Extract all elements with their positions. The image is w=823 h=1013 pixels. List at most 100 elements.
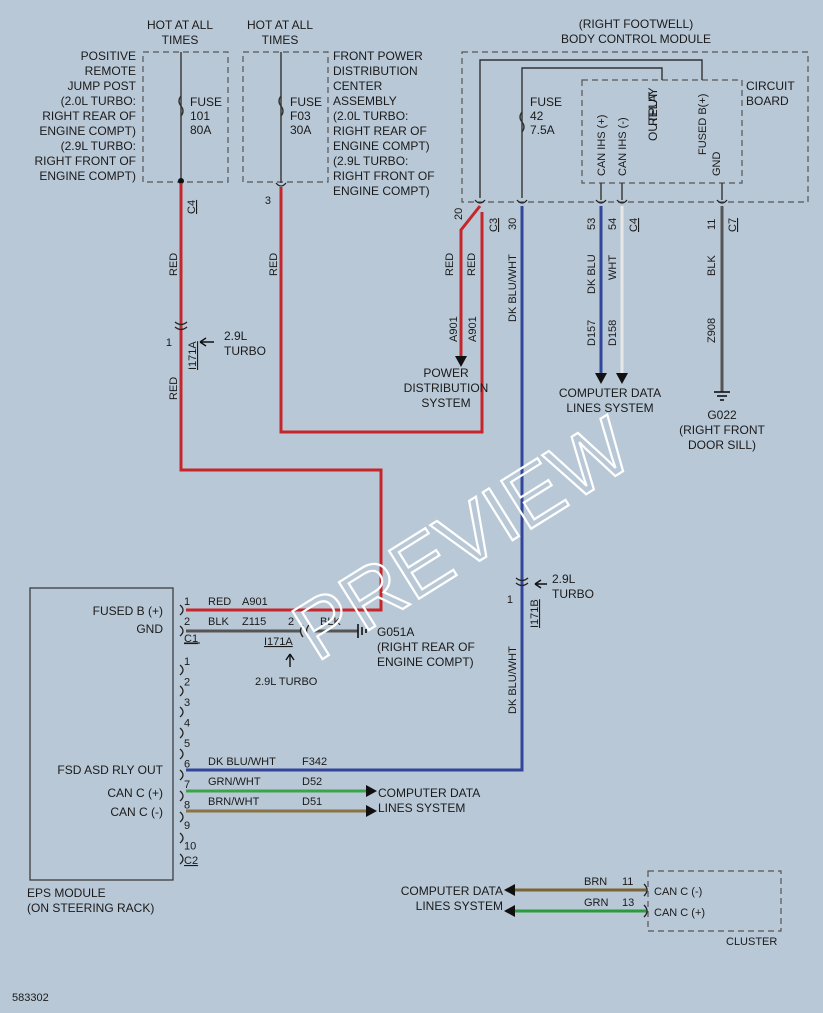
eps-c2-connector bbox=[179, 664, 184, 865]
label-positive-post-2: JUMP POST bbox=[68, 79, 137, 93]
fuseF03-symbol bbox=[278, 95, 284, 117]
c3-connector bbox=[474, 199, 486, 204]
label-cluster: CLUSTER bbox=[726, 936, 777, 948]
label-positive-post-7: RIGHT FRONT OF bbox=[34, 154, 136, 168]
label-eps-module-1: (ON STEERING RACK) bbox=[27, 901, 154, 915]
label-positive-post-6: (2.9L TURBO: bbox=[61, 139, 136, 153]
label-can-ihs-neg: CAN IHS (-) bbox=[617, 117, 629, 176]
i171a-top-connector bbox=[174, 321, 188, 331]
label-wire-blk: BLK bbox=[706, 255, 718, 276]
label-wire-red-5: RED bbox=[168, 377, 180, 400]
label-positive-post-8: ENGINE COMPT) bbox=[39, 169, 136, 183]
label-gnd-bcm: GND bbox=[711, 152, 723, 177]
label-pin-20: 20 bbox=[453, 208, 465, 220]
label-eps-red: RED bbox=[208, 596, 231, 608]
label-turbo-29-b-0: 2.9L bbox=[552, 572, 576, 586]
label-wire-dkbluwht-1: DK BLU/WHT bbox=[507, 254, 519, 322]
label-positive-post-5: ENGINE COMPT) bbox=[39, 124, 136, 138]
label-i171a-top: I171A bbox=[187, 341, 199, 370]
label-i171a-bottom: I171A bbox=[264, 636, 293, 648]
label-front-pdc-4: (2.0L TURBO: bbox=[333, 109, 408, 123]
label-eps-blk2: BLK bbox=[320, 616, 341, 628]
label-cdl-system-eps-0: COMPUTER DATA bbox=[378, 786, 480, 800]
label-eps-grnwht: GRN/WHT bbox=[208, 776, 261, 788]
label-front-pdc-8: RIGHT FRONT OF bbox=[333, 169, 435, 183]
label-c1-pins-1: 2 bbox=[184, 616, 190, 628]
label-pdc-system-2: SYSTEM bbox=[421, 396, 470, 410]
label-c2-pins-5: 6 bbox=[184, 759, 190, 771]
label-g022-2: DOOR SILL) bbox=[688, 438, 756, 452]
c4-bcm-connector bbox=[595, 199, 628, 204]
label-turbo-29-b-1: TURBO bbox=[552, 587, 594, 601]
wire-red-fused-b bbox=[179, 183, 383, 612]
label-cdl-system-top-1: LINES SYSTEM bbox=[566, 401, 653, 415]
cluster-box bbox=[647, 870, 782, 932]
label-fuseF03-2: 30A bbox=[290, 123, 311, 137]
label-can-c-neg-eps: CAN C (-) bbox=[110, 805, 163, 819]
label-pdc-system-0: POWER bbox=[423, 366, 469, 380]
arrow-cdl-grn-wht bbox=[366, 785, 377, 797]
label-fuseF03-0: FUSE bbox=[290, 95, 322, 109]
label-front-pdc-6: ENGINE COMPT) bbox=[333, 139, 430, 153]
label-positive-post-3: (2.0L TURBO: bbox=[61, 94, 136, 108]
ground-symbol-g051a bbox=[357, 624, 367, 638]
wire-dk-blu-wht bbox=[186, 206, 524, 772]
label-pin-3: 3 bbox=[265, 195, 271, 207]
label-cluster-brn: BRN bbox=[584, 876, 607, 888]
arrow-cdl-brn-cluster bbox=[504, 884, 515, 896]
label-wire-wht: WHT bbox=[607, 255, 619, 280]
label-fuse101-0: FUSE bbox=[190, 95, 222, 109]
label-pin-54: 54 bbox=[607, 218, 619, 230]
label-fuseF03-1: F03 bbox=[290, 109, 311, 123]
label-conn-c7: C7 bbox=[727, 218, 739, 232]
label-c2-label: C2 bbox=[184, 855, 198, 867]
bcm-box bbox=[461, 51, 809, 203]
label-cluster-can-neg: CAN C (-) bbox=[654, 886, 702, 898]
label-pdc-system-1: DISTRIBUTION bbox=[404, 381, 489, 395]
label-positive-post-1: REMOTE bbox=[85, 64, 136, 78]
label-c2-pins-8: 9 bbox=[184, 820, 190, 832]
label-wire-z908: Z908 bbox=[706, 318, 718, 343]
label-c2-pins-1: 2 bbox=[184, 677, 190, 689]
label-conn-c4-bcm: C4 bbox=[628, 218, 640, 232]
fuseF03-connector bbox=[275, 182, 287, 187]
label-eps-f342: F342 bbox=[302, 756, 327, 768]
label-wire-d158: D158 bbox=[607, 320, 619, 346]
fuse101-symbol bbox=[178, 95, 184, 117]
label-eps-pin2: 2 bbox=[288, 616, 294, 628]
ground-symbol-g022 bbox=[714, 391, 730, 401]
label-eps-z115: Z115 bbox=[242, 616, 266, 628]
cluster-connector bbox=[643, 883, 648, 918]
fuse101-splice bbox=[178, 178, 184, 184]
label-wire-a901-1: A901 bbox=[448, 316, 460, 342]
fuse42-symbol bbox=[519, 111, 525, 133]
label-wire-dkblu: DK BLU bbox=[586, 254, 598, 294]
wire-red-a901 bbox=[459, 205, 482, 356]
bcm-relay-feed bbox=[521, 67, 663, 198]
bcm-internal-feed bbox=[479, 59, 703, 198]
label-wire-red-3: RED bbox=[444, 253, 456, 276]
label-c2-pins-2: 3 bbox=[184, 697, 190, 709]
label-c2-pins-6: 7 bbox=[184, 779, 190, 791]
label-c1-label: C1 bbox=[184, 633, 198, 645]
label-hot1-1: TIMES bbox=[162, 33, 199, 47]
positive-jump-post-box bbox=[142, 51, 229, 183]
label-g051a-1: (RIGHT REAR OF bbox=[377, 640, 475, 654]
arrow-cdl-d158 bbox=[616, 373, 628, 384]
c7-connector bbox=[716, 199, 728, 204]
label-conn-c3: C3 bbox=[488, 218, 500, 232]
c30-connector bbox=[516, 199, 528, 204]
label-fuse42-2: 7.5A bbox=[530, 123, 555, 137]
label-front-pdc-9: ENGINE COMPT) bbox=[333, 184, 430, 198]
label-front-pdc-2: CENTER bbox=[333, 79, 383, 93]
label-cluster-grn: GRN bbox=[584, 897, 609, 909]
label-c1-pins-0: 1 bbox=[184, 596, 190, 608]
label-hot2-0: HOT AT ALL bbox=[247, 18, 313, 32]
i171b-connector bbox=[515, 577, 529, 587]
label-front-pdc-0: FRONT POWER bbox=[333, 49, 423, 63]
label-wire-red-1: RED bbox=[168, 253, 180, 276]
label-fused-b-eps: FUSED B (+) bbox=[93, 604, 163, 618]
label-gnd-eps: GND bbox=[136, 622, 163, 636]
label-wire-red-2: RED bbox=[268, 253, 280, 276]
label-bcm-title-1: BODY CONTROL MODULE bbox=[561, 32, 711, 46]
